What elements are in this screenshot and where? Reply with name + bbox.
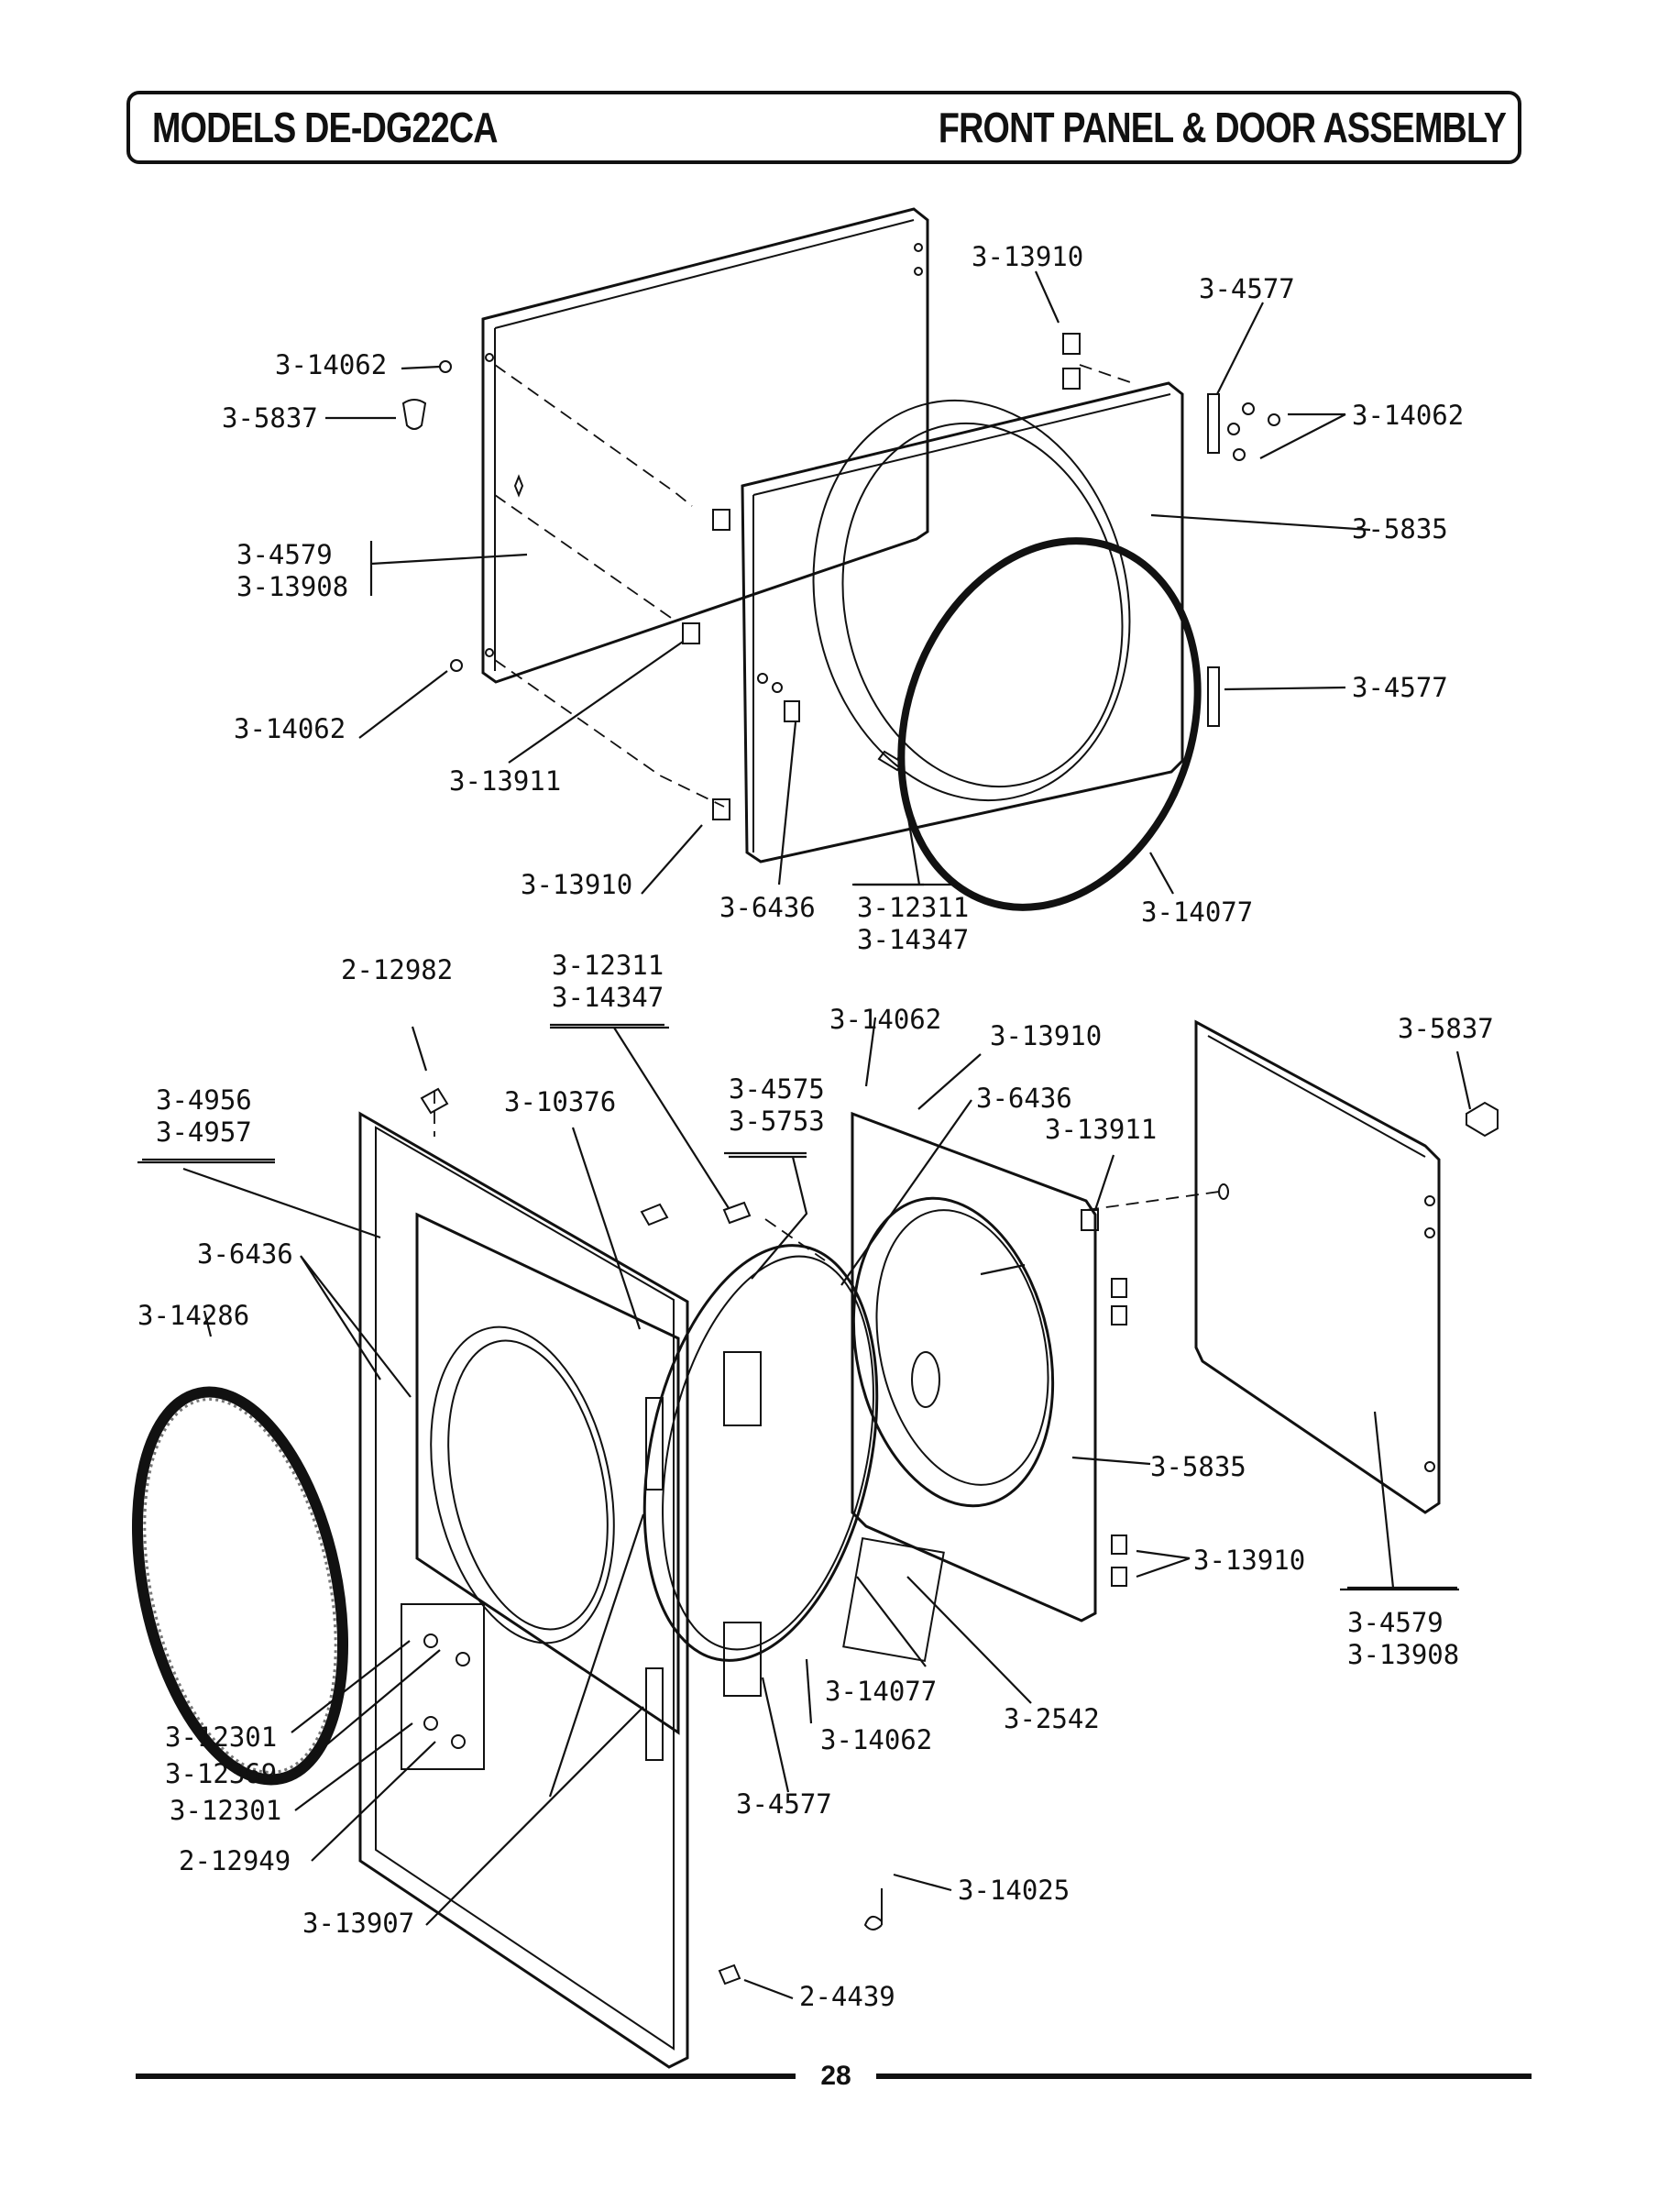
callout-3-12301-a: 3-12301	[165, 1722, 277, 1753]
callout-3-12311-lower: 3-12311	[552, 950, 664, 981]
door-gasket-ring-lower	[131, 1386, 349, 1786]
callout-3-5837-left: 3-5837	[222, 402, 318, 434]
callout-2-12949: 2-12949	[179, 1845, 291, 1876]
rear-door-panel-lower	[1194, 1019, 1441, 1514]
footer-rule-right	[876, 2074, 1532, 2079]
front-panel-upper	[741, 381, 1184, 864]
callout-3-4577-lower: 3-4577	[736, 1788, 832, 1820]
callout-3-12311-upper: 3-12311	[857, 892, 969, 923]
callout-2-4439: 2-4439	[799, 1981, 895, 2012]
callout-3-13911-mid: 3-13911	[1045, 1114, 1157, 1145]
callout-3-4579-upper: 3-4579	[236, 539, 333, 570]
door-outer-lower	[851, 1111, 1127, 1622]
callout-3-13910-mid: 3-13910	[990, 1020, 1102, 1051]
callout-2-12982: 2-12982	[341, 954, 453, 985]
callout-3-5835-upper: 3-5835	[1352, 513, 1448, 544]
callout-3-13910-lower: 3-13910	[1193, 1545, 1305, 1576]
callout-3-14062-lower: 3-14062	[820, 1724, 932, 1755]
callout-3-6436-left: 3-6436	[197, 1238, 293, 1270]
callout-3-12369: 3-12369	[165, 1758, 277, 1789]
rear-panel-upper	[481, 207, 929, 684]
callout-3-4957: 3-4957	[156, 1116, 252, 1148]
callout-3-4575: 3-4575	[729, 1073, 825, 1105]
callout-3-14347-lower: 3-14347	[552, 982, 664, 1013]
callout-3-4577-top: 3-4577	[1199, 273, 1295, 304]
callout-3-14062-mid: 3-14062	[829, 1004, 941, 1035]
callout-3-14062-lower-left: 3-14062	[234, 713, 346, 744]
page-number: 28	[820, 2061, 851, 2091]
callout-3-13910-top: 3-13910	[972, 241, 1083, 272]
callout-3-13910-bottom: 3-13910	[521, 869, 632, 900]
callout-labels: 3-13910 3-4577 3-14062 3-5837 3-14062 3-…	[137, 241, 1494, 2012]
lower-hardware	[420, 1087, 1499, 1986]
callout-3-14062-left: 3-14062	[275, 349, 387, 380]
front-panel-lower	[358, 1111, 689, 2069]
callout-3-6436-mid: 3-6436	[976, 1083, 1072, 1114]
callout-3-5835-lower: 3-5835	[1150, 1451, 1246, 1482]
callout-3-14077-lower: 3-14077	[825, 1676, 937, 1707]
callout-3-12301-b: 3-12301	[170, 1795, 281, 1826]
callout-3-13908-upper: 3-13908	[236, 571, 348, 602]
callout-3-5753: 3-5753	[729, 1106, 825, 1137]
lower-dashed-alignments	[434, 1091, 1220, 1261]
callout-3-4579-lower: 3-4579	[1347, 1607, 1444, 1638]
models-title: MODELS DE-DG22CA	[152, 104, 499, 151]
section-title: FRONT PANEL & DOOR ASSEMBLY	[938, 104, 1507, 151]
lower-leader-lines	[137, 1017, 1472, 2000]
callout-3-13907: 3-13907	[302, 1908, 414, 1939]
callout-3-13911-upper: 3-13911	[449, 765, 561, 797]
upper-dashed-alignments	[494, 364, 1134, 808]
callout-3-14025: 3-14025	[958, 1875, 1070, 1906]
upper-leader-lines	[325, 270, 1371, 895]
door-inner-ring-lower	[642, 1244, 879, 1662]
callout-3-10376: 3-10376	[504, 1086, 616, 1117]
callout-3-14077-upper: 3-14077	[1141, 896, 1253, 928]
callout-3-2542: 3-2542	[1004, 1703, 1100, 1734]
callout-3-13908-lower: 3-13908	[1347, 1639, 1459, 1670]
header-frame	[126, 91, 1521, 164]
callout-3-14347-upper: 3-14347	[857, 924, 969, 955]
door-seal-ring-upper	[897, 537, 1202, 911]
callout-3-14062-right: 3-14062	[1352, 400, 1464, 431]
upper-hardware	[401, 333, 1280, 820]
callout-3-4577-mid: 3-4577	[1352, 672, 1448, 703]
label-rules	[142, 883, 1459, 1591]
callout-3-4956: 3-4956	[156, 1084, 252, 1116]
callout-3-6436-upper: 3-6436	[719, 892, 816, 923]
callout-3-14286: 3-14286	[137, 1300, 249, 1331]
callout-3-5837-right: 3-5837	[1398, 1013, 1494, 1044]
footer-rule-left	[136, 2074, 796, 2079]
